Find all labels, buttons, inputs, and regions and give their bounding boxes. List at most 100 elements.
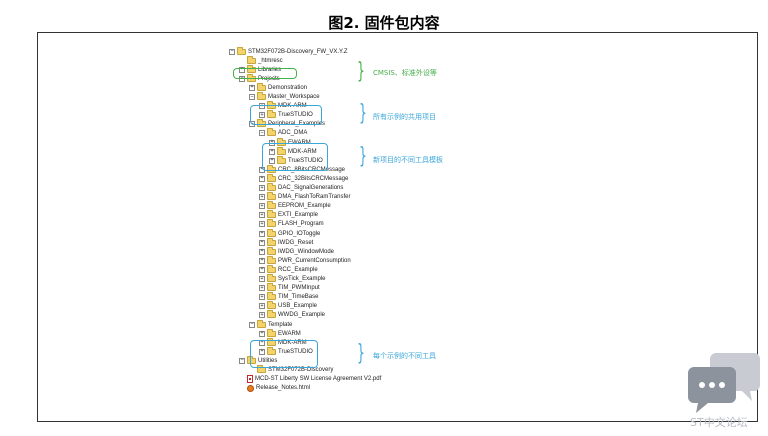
tree-node-label: Demonstration [268,84,308,91]
template-tools-annotation: 每个示例的不同工具 [373,352,436,360]
adc-dma-brace: } [359,144,367,169]
expand-icon[interactable]: + [259,293,265,301]
collapse-icon[interactable]: − [239,357,245,364]
folder-icon [267,173,276,182]
tree-node[interactable]: +DAC_SignalGenerations [259,183,343,193]
tree-node[interactable]: −STM32F072B-Discovery_FW_VX.Y.Z [229,46,348,56]
expand-icon[interactable]: + [259,284,265,292]
folder-icon [267,128,276,137]
tree-node[interactable]: +GPIO_IOToggle [259,228,320,238]
folder-icon [267,201,276,210]
folder-icon [267,192,276,201]
folder-icon [267,228,276,237]
expand-icon[interactable]: + [259,193,265,201]
tree-node-label: TrueSTUDIO [278,348,313,355]
tree-node-label: _htmresc [258,57,283,64]
tree-node[interactable]: +IWDG_Reset [259,237,313,247]
figure-title: 图2. 固件包内容 [328,14,440,32]
tree-node[interactable]: + Demonstration [249,82,308,92]
tree-node-label: Utilities [258,357,278,364]
collapse-icon[interactable]: − [229,48,235,55]
folder-icon [267,164,276,173]
tree-node[interactable]: + IWDG_WindowMode [259,246,335,256]
expand-icon[interactable]: + [249,84,255,91]
tree-node[interactable]: +EEPROM_Example [259,201,331,211]
tree-node[interactable]: −ADC_DMA [259,128,307,138]
expand-icon[interactable]: + [269,148,275,155]
tree-node[interactable]: + TrueSTUDIO [269,155,323,165]
tree-node[interactable]: MCD-ST Liberty SW License Agreement V2.p… [239,375,381,384]
tree-node[interactable]: +EWARM [269,137,311,147]
tree-node[interactable]: +EWARM [259,328,301,338]
collapse-icon[interactable]: − [249,321,255,328]
tree-node[interactable]: +TIM_PWMInput [259,283,320,293]
folder-icon [267,310,276,319]
folder-icon [267,328,276,337]
tree-node-label: WWDG_Example [278,312,326,319]
expand-icon[interactable]: + [259,275,265,282]
master-workspace-highlight-box [250,105,322,125]
expand-icon[interactable]: + [259,248,265,255]
expand-icon[interactable]: + [259,111,265,119]
expand-icon[interactable]: + [259,202,265,210]
tree-node[interactable]: +MDK-ARM [259,101,307,111]
tree-node[interactable]: + PWR_CurrentConsumption [259,255,351,265]
template-highlight-box [250,340,318,368]
libraries-brace: } [357,59,365,84]
folder-icon [277,146,286,155]
tree-node-label: TIM_TimeBase [278,294,319,301]
expand-icon[interactable]: + [259,348,265,355]
tree-node[interactable]: + FLASH_Program [259,219,324,229]
expand-icon[interactable]: + [239,66,245,73]
html-file-icon [247,384,254,392]
tree-node-label: IWDG_WindowMode [278,248,335,255]
tree-node[interactable]: +USB_Example [259,301,317,311]
tree-node[interactable]: + RCC_Example [259,264,318,274]
expand-icon[interactable]: + [259,184,265,191]
master-workspace-brace: } [359,101,367,126]
expand-icon[interactable]: + [259,230,265,237]
tree-node[interactable]: +SysTick_Example [259,274,325,284]
expand-icon[interactable]: + [259,330,265,337]
tree-node[interactable]: + EXTI_Example [259,210,319,220]
folder-icon [267,210,276,219]
tree-node[interactable]: −Master_Workspace [249,92,320,102]
tree-node-label: EXTI_Example [278,212,319,219]
tree-node[interactable]: +TrueSTUDIO [259,110,313,120]
collapse-icon[interactable]: − [259,129,265,137]
expand-icon[interactable]: + [259,266,265,273]
tree-node-label: PWR_CurrentConsumption [278,257,351,264]
expand-icon[interactable]: + [259,239,265,246]
expand-icon[interactable]: + [269,139,275,146]
tree-node[interactable]: Release_Notes.html [239,384,310,393]
expand-icon[interactable]: + [259,175,265,182]
tree-node[interactable]: _htmresc [239,55,283,65]
expand-icon[interactable]: + [259,257,265,264]
tree-node-label: DMA_FlashToRamTransfer [278,194,351,201]
expand-icon[interactable]: + [259,220,265,228]
tree-node[interactable]: + CRC_32BitsCRCMessage [259,173,349,183]
expand-icon[interactable]: + [259,311,265,319]
expand-icon[interactable]: + [269,157,275,164]
folder-icon [257,319,266,328]
tree-node[interactable]: −Template [249,319,292,329]
tree-node[interactable]: + TrueSTUDIO [259,346,313,356]
tree-node-label: RCC_Example [278,266,318,273]
expand-icon[interactable]: + [259,302,265,310]
tree-node-label: CRC_8BitsCRCMessage [278,166,346,173]
folder-icon [267,301,276,310]
tree-node[interactable]: +MDK-ARM [269,146,317,156]
folder-icon [247,55,256,64]
tree-node-label: MCD-ST Liberty SW License Agreement V2.p… [255,376,382,383]
tree-node[interactable]: + DMA_FlashToRamTransfer [259,192,351,202]
tree-node-label: CRC_32BitsCRCMessage [278,175,349,182]
tree-node-label: FLASH_Program [278,221,324,228]
tree-node[interactable]: +Libraries [239,64,281,74]
folder-icon [267,183,276,191]
expand-icon[interactable]: + [259,211,265,219]
tree-node[interactable]: + TIM_TimeBase [259,292,319,302]
tree-node-label: MDK-ARM [278,339,307,346]
collapse-icon[interactable]: − [249,93,255,100]
tree-node[interactable]: + WWDG_Example [259,310,326,320]
tree-node-label: TrueSTUDIO [288,157,323,164]
